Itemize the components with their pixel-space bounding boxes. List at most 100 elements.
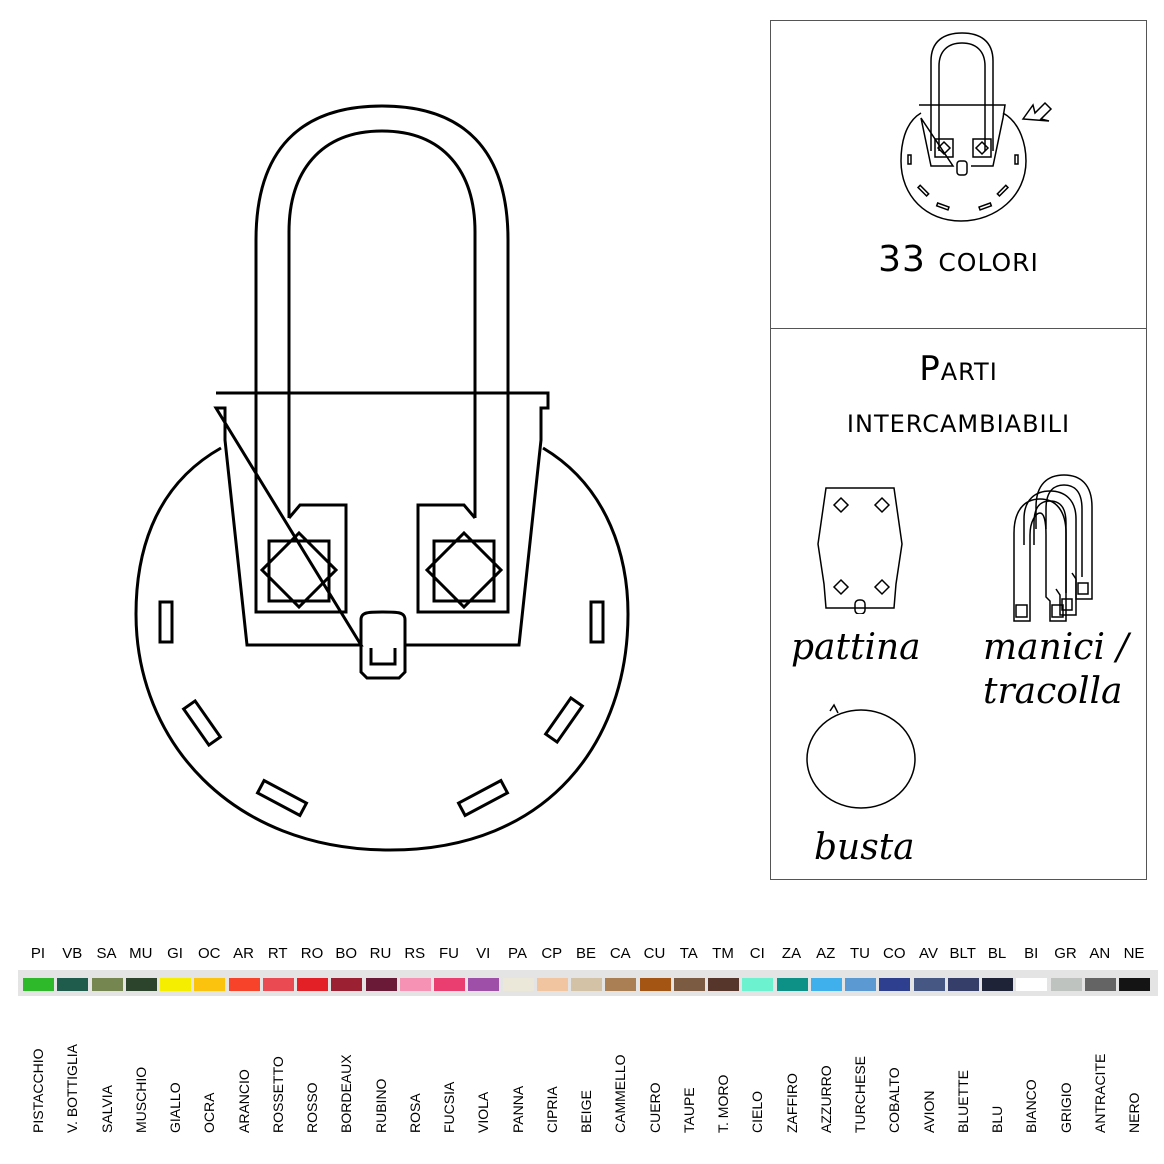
color-code-ne: NE bbox=[1123, 945, 1145, 962]
color-code-gi: GI bbox=[167, 945, 183, 962]
busta-label: busta bbox=[814, 827, 915, 868]
color-name-pa: PANNA bbox=[509, 1085, 526, 1133]
color-swatch-av bbox=[913, 978, 945, 991]
color-name-ne: NERO bbox=[1126, 1092, 1142, 1133]
colors-count-label: 33 colori bbox=[878, 239, 1039, 280]
color-name-az: AZZURRO bbox=[817, 1065, 834, 1133]
color-code-gr: GR bbox=[1054, 945, 1077, 962]
handle-tab-right bbox=[416, 503, 510, 614]
color-code-co: CO bbox=[883, 945, 906, 962]
color-name-ru: RUBINO bbox=[372, 1078, 389, 1133]
color-swatch-pi bbox=[23, 978, 54, 991]
color-code-av: AV bbox=[919, 945, 938, 962]
color-name-vb: V. BOTTIGLIA bbox=[64, 1044, 81, 1133]
color-code-ta: TA bbox=[679, 945, 698, 962]
color-code-rs: RS bbox=[404, 945, 426, 962]
color-name-bo: BORDEAUX bbox=[338, 1054, 355, 1133]
color-name-gr: GRIGIO bbox=[1057, 1082, 1074, 1133]
color-swatch-co bbox=[879, 978, 911, 991]
color-swatch-fu bbox=[434, 978, 465, 991]
color-swatch-bo bbox=[331, 978, 363, 991]
color-code-oc: OC bbox=[198, 945, 221, 962]
color-name-za: ZAFFIRO bbox=[783, 1073, 800, 1133]
color-swatch-tm bbox=[708, 978, 739, 991]
clasp bbox=[359, 610, 407, 680]
color-name-ar: ARANCIO bbox=[235, 1069, 252, 1133]
color-swatch-cu bbox=[639, 978, 671, 991]
color-swatch-sa bbox=[91, 978, 123, 991]
color-code-mu: MU bbox=[129, 945, 153, 962]
color-swatch-rt bbox=[262, 978, 294, 991]
color-name-be: BEIGE bbox=[578, 1090, 594, 1133]
color-code-be: BE bbox=[575, 945, 596, 962]
color-code-cu: CU bbox=[643, 945, 666, 962]
color-name-mu: MUSCHIO bbox=[132, 1066, 149, 1133]
color-name-bl: BLU bbox=[989, 1105, 1005, 1133]
color-swatch-gi bbox=[160, 978, 191, 991]
interchangeable-parts-panel: Parti intercambiabili pattina manici / t… bbox=[770, 328, 1147, 880]
pattina-label: pattina bbox=[791, 627, 921, 668]
color-name-ro: ROSSO bbox=[304, 1082, 320, 1133]
color-swatch-vi bbox=[468, 978, 500, 991]
colors-panel: 33 colori bbox=[770, 20, 1147, 329]
slot-right bbox=[589, 600, 605, 644]
color-swatch-ne bbox=[1119, 978, 1150, 991]
color-code-bl: BL bbox=[987, 945, 1007, 962]
color-code-pi: PI bbox=[30, 945, 46, 962]
color-code-an: AN bbox=[1089, 945, 1111, 962]
color-swatch-ca bbox=[605, 978, 637, 991]
color-code-rt: RT bbox=[267, 945, 288, 962]
color-swatch-bi bbox=[1016, 978, 1048, 991]
pouch-part-icon bbox=[806, 703, 916, 809]
flap-outline bbox=[213, 391, 550, 647]
handle-inner bbox=[287, 129, 477, 518]
color-code-ro: RO bbox=[300, 945, 324, 962]
color-swatch-an bbox=[1084, 978, 1116, 991]
color-swatch-vb bbox=[57, 978, 89, 991]
flap-part-icon bbox=[817, 487, 903, 614]
color-name-fu: FUCSIA bbox=[441, 1081, 457, 1133]
handles-part-icon bbox=[1013, 474, 1093, 622]
color-name-blt: BLUETTE bbox=[954, 1069, 971, 1133]
slot-lower-left bbox=[181, 698, 223, 748]
color-swatch-cp bbox=[536, 978, 568, 991]
color-name-oc: OCRA bbox=[201, 1092, 218, 1133]
color-name-co: COBALTO bbox=[886, 1067, 903, 1133]
color-name-ca: CAMMELLO bbox=[612, 1054, 629, 1133]
color-code-fu: FU bbox=[439, 945, 459, 962]
color-code-tm: TM bbox=[712, 945, 734, 962]
color-name-cu: CUERO bbox=[646, 1082, 663, 1133]
color-swatch-be bbox=[571, 978, 602, 991]
color-code-ru: RU bbox=[369, 945, 392, 962]
color-code-vi: VI bbox=[476, 945, 491, 962]
color-swatch-bl bbox=[982, 978, 1013, 991]
rivet-right bbox=[424, 530, 504, 610]
color-name-gi: GIALLO bbox=[167, 1082, 183, 1133]
color-name-rt: ROSSETTO bbox=[269, 1056, 286, 1133]
color-swatch-ru bbox=[365, 978, 397, 991]
color-name-an: ANTRACITE bbox=[1091, 1053, 1108, 1133]
color-code-vb: VB bbox=[62, 945, 83, 962]
color-swatch-ta bbox=[673, 978, 705, 991]
bag-body-outline bbox=[134, 446, 630, 852]
slot-bottom-right bbox=[456, 778, 510, 818]
color-swatch-rs bbox=[399, 978, 431, 991]
tracolla-label: tracolla bbox=[983, 671, 1123, 712]
manici-label: manici / bbox=[983, 627, 1129, 668]
color-code-ca: CA bbox=[609, 945, 631, 962]
color-name-vi: VIOLA bbox=[475, 1091, 492, 1133]
color-swatch-oc bbox=[194, 978, 226, 991]
color-code-bo: BO bbox=[335, 945, 358, 962]
slot-lower-right bbox=[543, 695, 585, 745]
color-code-bi: BI bbox=[1024, 945, 1039, 962]
arrow-icon bbox=[1021, 101, 1053, 122]
parts-subtitle: intercambiabili bbox=[846, 401, 1071, 441]
color-swatch-ci bbox=[742, 978, 774, 991]
color-code-tu: TU bbox=[850, 945, 870, 962]
color-name-tm: T. MORO bbox=[715, 1074, 731, 1133]
color-name-ci: CIELO bbox=[749, 1090, 766, 1133]
color-name-sa: SALVIA bbox=[98, 1085, 115, 1133]
handle-outer bbox=[254, 104, 510, 512]
color-swatch-blt bbox=[947, 978, 979, 991]
color-name-cp: CIPRIA bbox=[543, 1086, 560, 1133]
